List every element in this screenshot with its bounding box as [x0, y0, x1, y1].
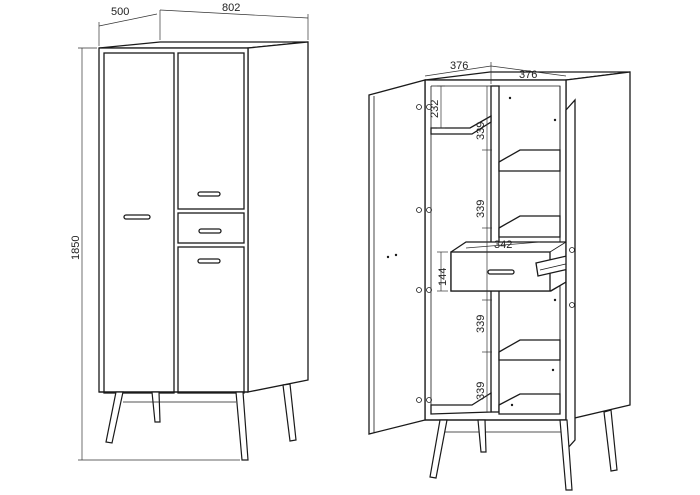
open-leg-back-left: [477, 419, 487, 453]
dim-drawer-height-label: 144: [437, 268, 449, 286]
open-right-door: [565, 98, 576, 452]
dim-width: 802: [159, 2, 309, 40]
leg-front-right: [235, 391, 249, 461]
left-door-handle: [123, 214, 151, 220]
right-upper-door: [177, 52, 245, 210]
dim-339-a-label: 339: [475, 122, 487, 140]
open-wardrobe: [368, 71, 631, 491]
lower-door-handle: [197, 258, 221, 264]
right-shelf-3: [498, 339, 561, 361]
right-bottom-panel: [498, 393, 561, 415]
dim-339-d-label: 339: [475, 382, 487, 400]
dim-drawer-depth: 342: [465, 239, 541, 251]
dim-inner-right-label: 376: [519, 69, 537, 81]
left-door: [103, 52, 175, 394]
open-drawer: [450, 241, 574, 292]
closed-wardrobe: [98, 41, 309, 461]
dim-depth-label: 500: [111, 6, 129, 18]
dim-339-c-label: 339: [475, 315, 487, 333]
wardrobe-side: [247, 41, 309, 393]
open-leg-back-right: [603, 409, 618, 472]
drawer-front: [177, 212, 245, 244]
left-bottom-panel: [430, 391, 492, 415]
upper-door-handle: [197, 191, 221, 197]
leg-back-right: [282, 383, 297, 442]
dim-vertical-centre: 339 339 339 339: [475, 86, 492, 412]
dim-vertical-left: 232 144: [429, 85, 449, 292]
dim-depth: 500: [98, 6, 161, 46]
hinges: [386, 96, 575, 407]
right-shelf-1: [498, 149, 561, 172]
open-drawer-handle: [487, 269, 515, 275]
right-lower-door: [177, 246, 245, 394]
dim-top-gap-label: 232: [429, 100, 441, 118]
leg-back-left: [151, 391, 161, 423]
dim-inner-widths: 376 376: [424, 60, 567, 84]
right-shelf-2: [498, 215, 561, 238]
dim-width-label: 802: [222, 2, 240, 14]
open-left-door: [368, 79, 426, 435]
dim-drawer-depth-label: 342: [494, 239, 512, 251]
open-leg-front-right: [559, 419, 573, 491]
dim-339-b-label: 339: [475, 200, 487, 218]
dim-inner-left-label: 376: [450, 60, 468, 72]
leg-front-left: [105, 391, 124, 444]
dim-height-label: 1850: [70, 236, 82, 260]
drawer-handle: [198, 228, 222, 234]
left-top-shelf: [430, 114, 492, 135]
open-leg-front-left: [429, 419, 448, 479]
dim-height: 1850: [70, 47, 240, 461]
